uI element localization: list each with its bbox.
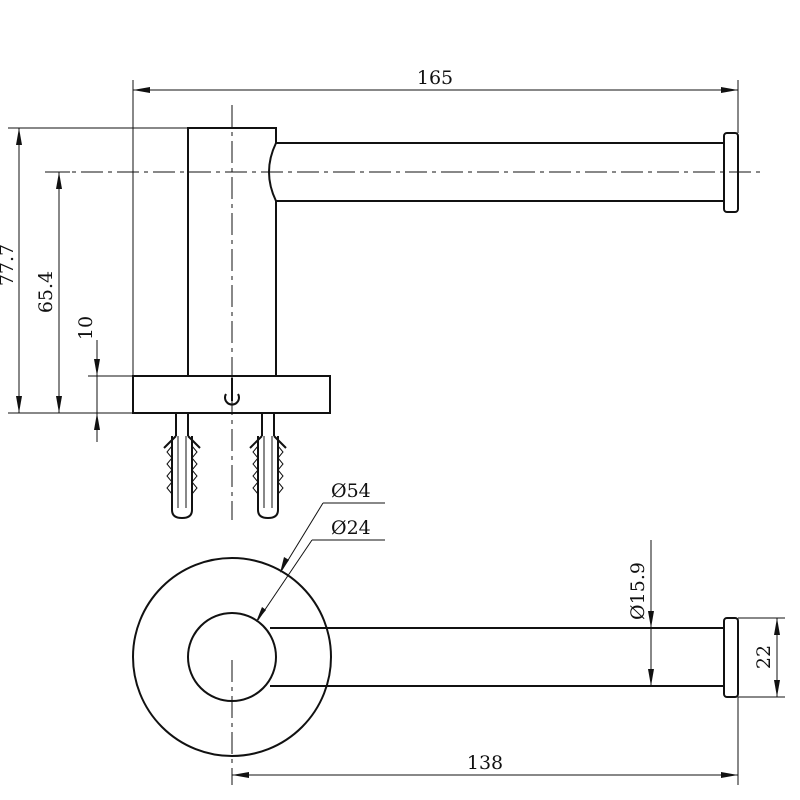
dim-label-d54: Ø54: [331, 480, 371, 502]
horizontal-bar-top-view: [270, 627, 724, 687]
dim-label-d15-9: Ø15.9: [627, 562, 649, 620]
dimension-bar-diameter: Ø15.9: [627, 540, 654, 686]
dimension-overall-length: 165: [132, 67, 739, 376]
dimension-post-diameter: Ø24: [256, 517, 385, 622]
dim-label-65-4: 65.4: [35, 271, 57, 313]
dim-label-d24: Ø24: [331, 517, 371, 539]
wall-anchor-right-icon: [249, 413, 287, 520]
dim-label-165: 165: [417, 67, 453, 89]
rosette-outer: [132, 557, 332, 757]
dim-label-138: 138: [467, 752, 503, 774]
dimension-base-thickness: 10: [75, 316, 133, 442]
dim-label-10: 10: [75, 316, 97, 340]
dim-label-77-7: 77.7: [0, 244, 18, 286]
vertical-post: [187, 127, 277, 377]
end-cap-top: [723, 617, 739, 698]
dimension-end-cap-diameter: 22: [738, 617, 785, 698]
dimension-total-height: 77.7: [0, 127, 188, 414]
dimension-axis-height: 65.4: [35, 171, 70, 413]
side-view: [45, 105, 765, 520]
wall-anchor-left-icon: [163, 413, 201, 520]
dimension-rosette-diameter: Ø54: [280, 480, 385, 573]
dim-label-22: 22: [753, 645, 775, 669]
top-view: [132, 557, 739, 785]
dimension-projection-length: 138: [232, 697, 739, 785]
